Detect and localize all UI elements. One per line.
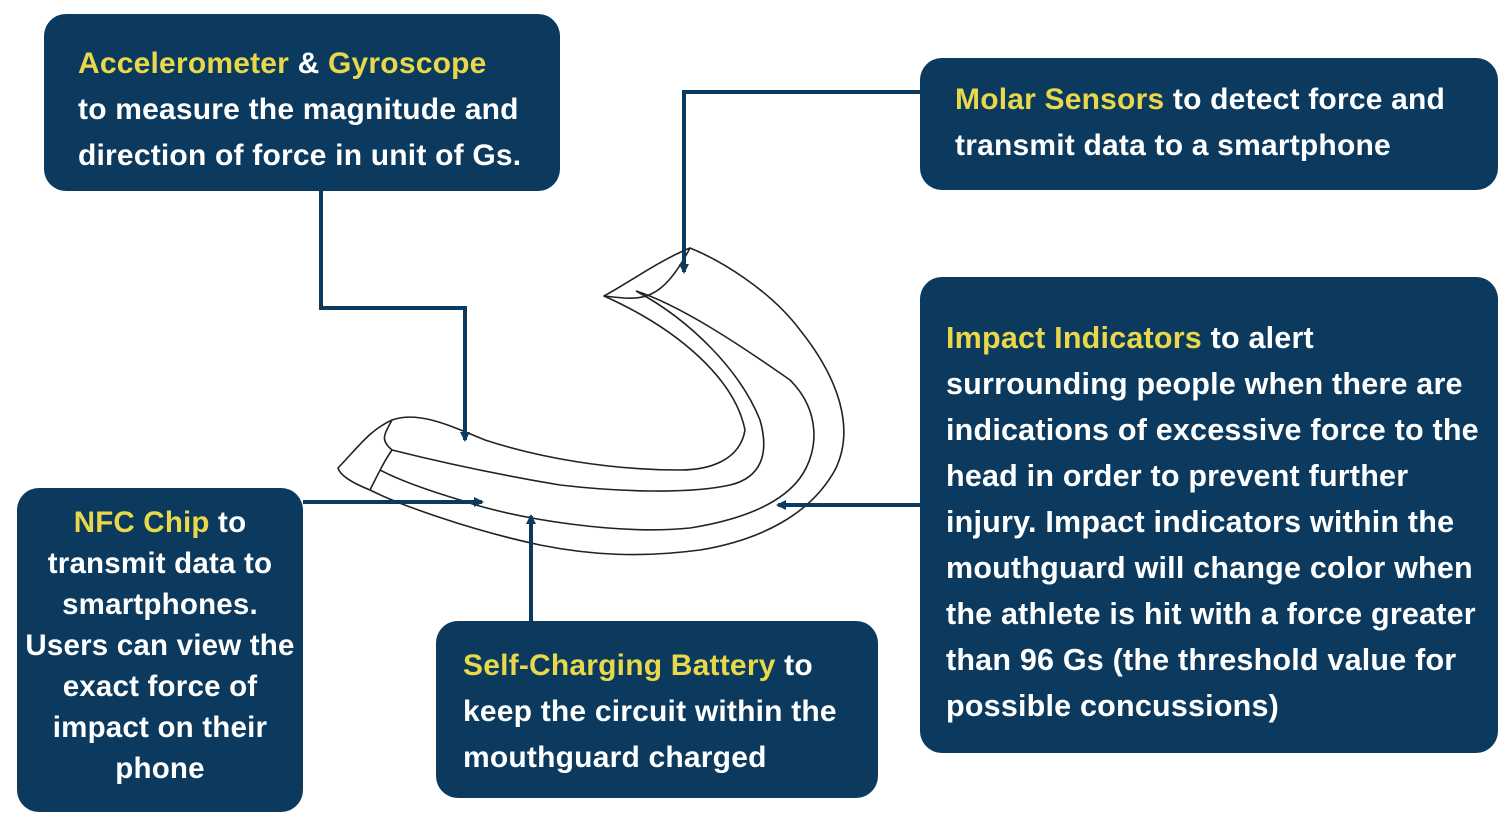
nfc-chip-description: to transmit data to smartphones. Users c…: [25, 506, 304, 785]
impact-indicators-box: Impact Indicators to alert surrounding p…: [920, 277, 1498, 753]
impact-indicators-description: to alert surrounding people when there a…: [946, 321, 1488, 723]
molar-sensors-label: Molar Sensors: [955, 83, 1165, 116]
battery-label: Self-Charging Battery: [463, 649, 776, 682]
accelerometer-connector: [319, 191, 470, 442]
gyroscope-label: Gyroscope: [328, 47, 487, 80]
mouthguard-illustration: [337, 247, 845, 556]
battery-description: to keep the circuit within the mouthguar…: [463, 649, 846, 774]
nfc-chip-label: NFC Chip: [73, 506, 210, 539]
molar-sensors-description: to detect force and transmit data to a s…: [955, 83, 1454, 162]
molar-sensors-box: Molar Sensors to detect force and transm…: [920, 58, 1498, 190]
accelerometer-description: to measure the magnitude and direction o…: [78, 93, 522, 172]
molar-connector: [679, 90, 920, 274]
accelerometer-label: Accelerometer: [78, 47, 290, 80]
impact-indicators-label: Impact Indicators: [946, 321, 1202, 355]
accelerometer-gyroscope-box: Accelerometer & Gyroscope to measure the…: [44, 14, 560, 191]
nfc-chip-box: NFC Chip to transmit data to smartphones…: [17, 488, 303, 812]
self-charging-battery-box: Self-Charging Battery to keep the circui…: [436, 621, 878, 798]
accelerometer-connector-text: &: [289, 47, 328, 80]
